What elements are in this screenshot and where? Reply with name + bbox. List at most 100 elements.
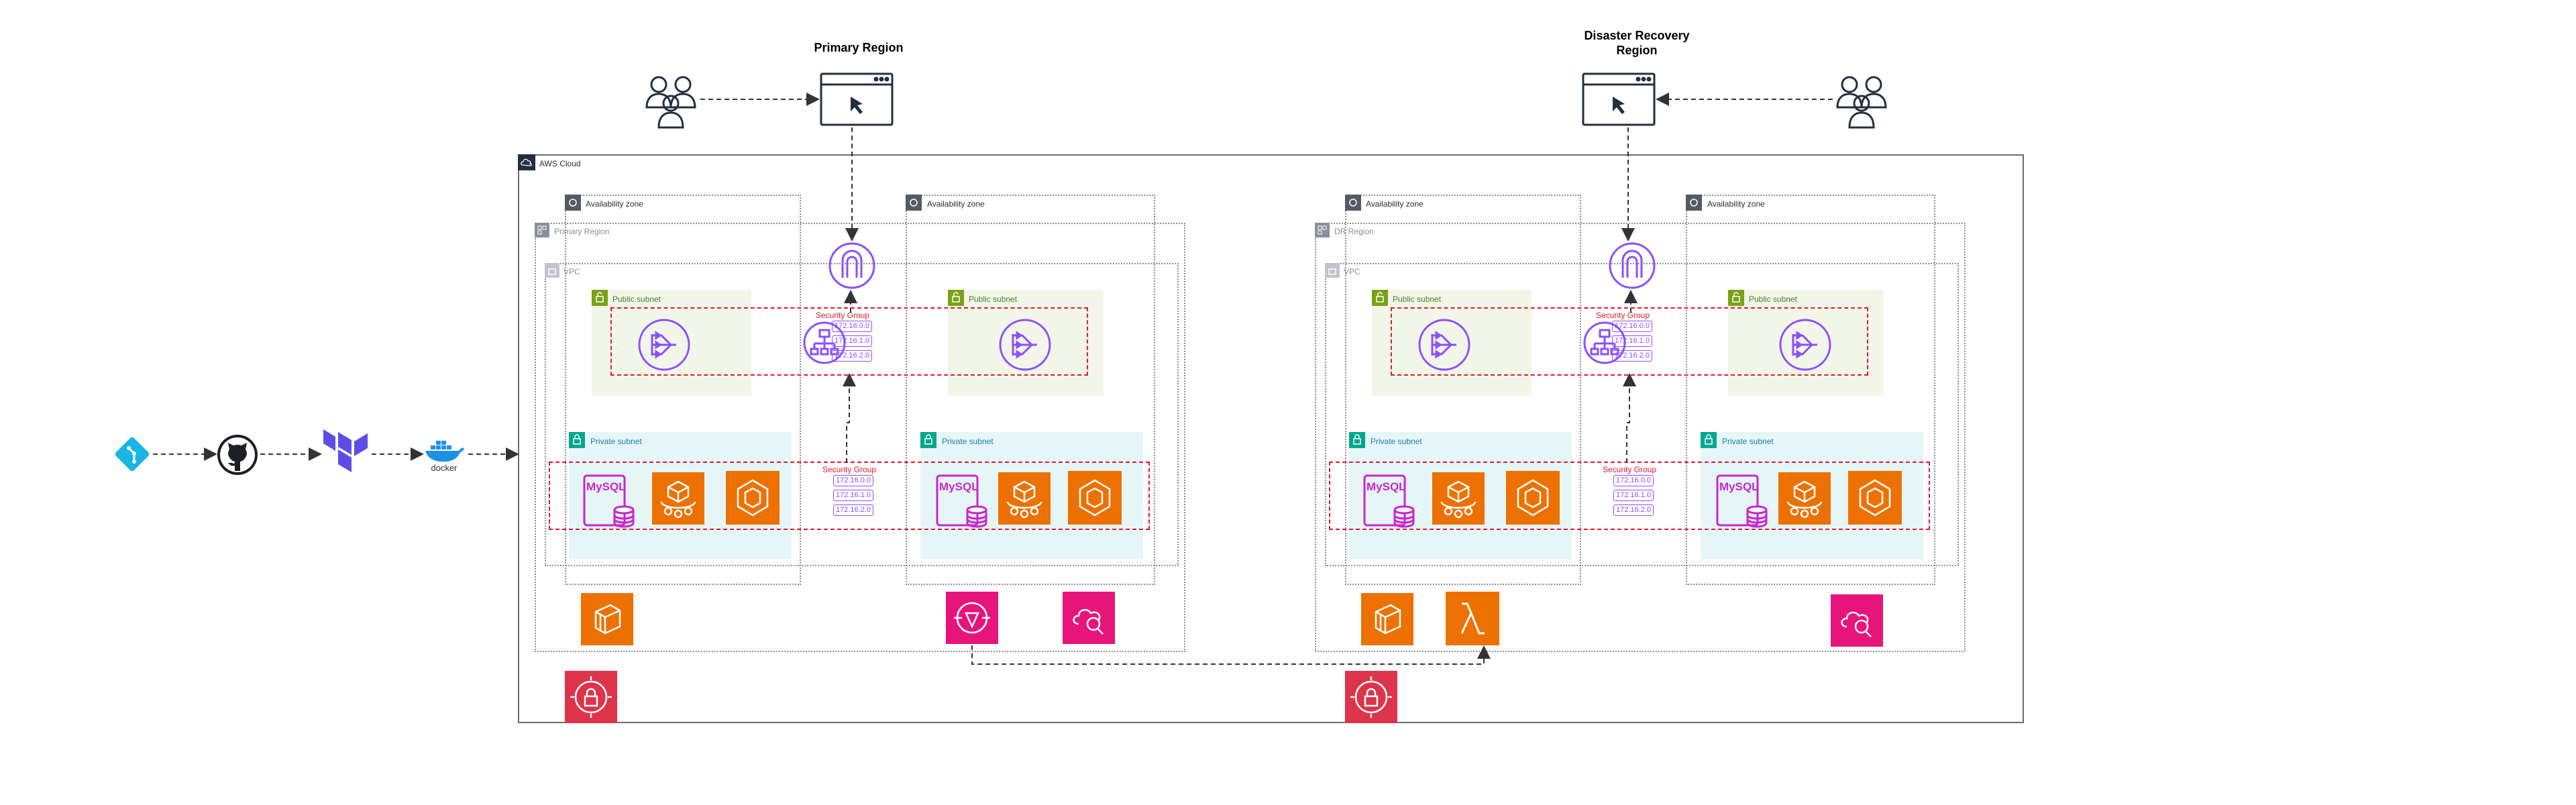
dr-region-label: DR Region [1334, 227, 1374, 236]
internet-gateway-icon [1609, 242, 1656, 289]
ecs-icon [726, 471, 780, 525]
cidr-block: 172.16.0.0 [1612, 321, 1652, 332]
cloudwatch-icon [1063, 592, 1115, 644]
availability-zone-icon [906, 195, 922, 211]
cidr-block: 172.16.1.0 [1613, 490, 1654, 501]
private-subnet-label: Private subnet [1722, 437, 1774, 446]
users-icon [645, 76, 696, 129]
mysql-rds-icon: MySQL [1362, 474, 1417, 529]
dr-region-group [1315, 223, 1966, 652]
cidr-block: 172.16.2.0 [833, 504, 873, 516]
availability-zone-label: Availability zone [586, 199, 643, 209]
mysql-rds-icon: MySQL [1715, 474, 1770, 529]
nat-gateway-icon [1418, 319, 1470, 371]
public-subnet-icon [592, 290, 608, 306]
public-cidr-list: 172.16.0.0 172.16.1.0 172.16.2.0 [1612, 321, 1652, 362]
public-subnet-label: Public subnet [1393, 294, 1442, 304]
docker-label: docker [431, 463, 458, 473]
availability-zone-a [565, 195, 801, 585]
availability-zone-label: Availability zone [1366, 199, 1424, 209]
private-subnet-icon [1349, 432, 1365, 448]
cidr-block: 172.16.0.0 [832, 321, 872, 332]
dr-region-title: Disaster Recovery Region [1584, 29, 1690, 57]
availability-zone-b [906, 195, 1155, 585]
aws-cloud-icon [518, 154, 535, 170]
ecs-fargate-icon [998, 472, 1051, 525]
mysql-rds-icon: MySQL [582, 474, 637, 529]
availability-zone-icon [565, 195, 581, 211]
private-cidr-list: 172.16.0.0 172.16.1.0 172.16.2.0 [833, 475, 873, 516]
ecs-fargate-icon [1432, 472, 1485, 525]
private-subnet-label: Private subnet [942, 437, 994, 446]
availability-zone-a [1345, 195, 1581, 585]
terraform-icon [323, 429, 368, 472]
vpc-icon [545, 263, 559, 278]
ecs-icon [1068, 471, 1122, 525]
ecs-icon [1506, 471, 1560, 525]
security-group-label: Security Group [822, 465, 877, 474]
load-balancer-icon [1583, 321, 1626, 364]
vpc-label: VPC [1344, 267, 1360, 276]
security-group-label: Security Group [1595, 311, 1650, 320]
cidr-block: 172.16.1.0 [833, 490, 873, 501]
private-cidr-list: 172.16.0.0 172.16.1.0 172.16.2.0 [1613, 475, 1654, 516]
private-security-group [1329, 462, 1930, 530]
ecs-fargate-icon [652, 472, 704, 525]
github-icon [217, 435, 258, 475]
public-subnet-label: Public subnet [969, 294, 1018, 304]
browser-client-icon [820, 72, 894, 126]
primary-region-label: Primary Region [554, 227, 610, 236]
public-subnet-icon [1728, 290, 1744, 306]
private-security-group [549, 462, 1150, 530]
primary-region-group [535, 223, 1185, 652]
availability-zone-label: Availability zone [1707, 199, 1765, 209]
region-flag-icon [1315, 223, 1330, 237]
security-group-label: Security Group [815, 311, 870, 320]
ecs-fargate-icon [1778, 472, 1831, 525]
ecr-icon [581, 593, 633, 645]
aws-cloud-group [518, 154, 2024, 723]
mysql-rds-icon: MySQL [935, 474, 990, 529]
mysql-label: MySQL [939, 480, 979, 493]
vpc-label: VPC [564, 267, 580, 276]
availability-zone-label: Availability zone [927, 199, 985, 209]
cidr-block: 172.16.0.0 [833, 475, 873, 486]
mysql-label: MySQL [1366, 480, 1406, 493]
lambda-icon [1446, 592, 1499, 645]
secrets-manager-icon [565, 671, 617, 723]
availability-zone-icon [1345, 195, 1361, 211]
users-icon [1836, 76, 1887, 129]
docker-icon: docker [423, 437, 466, 473]
ecs-icon [1848, 471, 1902, 525]
availability-zone-b [1686, 195, 1935, 585]
region-flag-icon [535, 223, 549, 237]
private-subnet-icon [569, 432, 585, 448]
vpc-icon [1325, 263, 1340, 278]
git-icon [115, 437, 150, 472]
nat-gateway-icon [999, 319, 1051, 371]
private-subnet-icon [1701, 432, 1717, 448]
load-balancer-icon [803, 321, 846, 364]
public-subnet-label: Public subnet [1749, 294, 1798, 304]
private-subnet-label: Private subnet [590, 437, 642, 446]
route53-icon [946, 592, 998, 644]
public-subnet-icon [948, 290, 964, 306]
internet-gateway-icon [828, 242, 875, 289]
primary-region-title: Primary Region [814, 41, 904, 54]
mysql-label: MySQL [1719, 480, 1759, 493]
cidr-block: 172.16.0.0 [1613, 475, 1654, 486]
public-subnet-label: Public subnet [612, 294, 661, 304]
cidr-block: 172.16.2.0 [1613, 504, 1654, 516]
nat-gateway-icon [1779, 319, 1831, 371]
private-subnet-label: Private subnet [1371, 437, 1422, 446]
nat-gateway-icon [638, 319, 690, 371]
cloudwatch-icon [1831, 594, 1883, 647]
availability-zone-icon [1686, 195, 1702, 211]
public-cidr-list: 172.16.0.0 172.16.1.0 172.16.2.0 [832, 321, 872, 362]
aws-cloud-label: AWS Cloud [539, 159, 581, 168]
secrets-manager-icon [1345, 671, 1397, 723]
security-group-label: Security Group [1602, 465, 1657, 474]
browser-client-icon [1582, 72, 1656, 126]
public-subnet-icon [1372, 290, 1388, 306]
